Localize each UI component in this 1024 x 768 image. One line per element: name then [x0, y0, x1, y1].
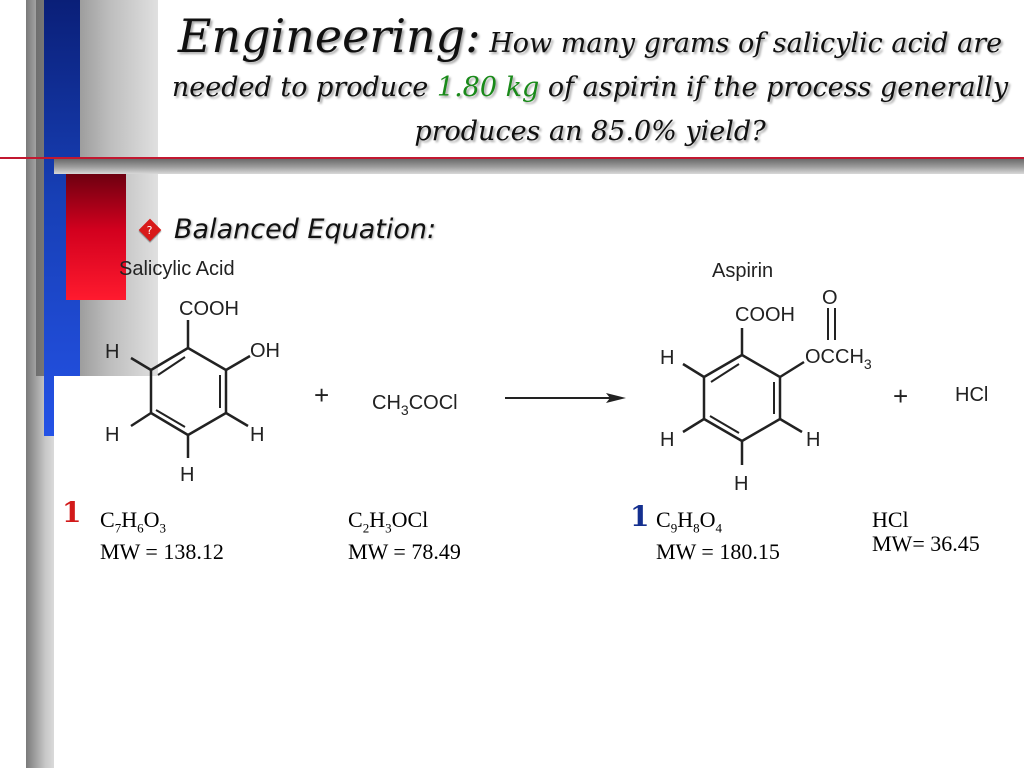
salicylic-acid-structure: Salicylic Acid COOH OH H H H H: [105, 258, 280, 486]
atom-h: H: [105, 424, 119, 446]
title-question-part1: How many grams of salicylic acid are nee…: [171, 28, 1003, 103]
bullet-item: ? Balanced Equation:: [138, 214, 436, 245]
salicylic-acid-info: C7H6O3 MW = 138.12: [100, 508, 224, 564]
bullet-text: Balanced Equation:: [174, 214, 437, 245]
atom-h: H: [660, 347, 674, 369]
title-prefix: Engineering:: [177, 9, 481, 63]
molecular-formula: HCl: [872, 507, 909, 532]
title-question-part2: of aspirin if the process generally prod…: [414, 72, 1009, 147]
atom-cooh: COOH: [179, 298, 239, 320]
aspirin-label: Aspirin: [712, 260, 773, 282]
atom-h: H: [806, 429, 820, 451]
atom-o: O: [822, 287, 838, 309]
decor-red-block: [66, 172, 126, 300]
molecular-formula: C2H3OCl: [348, 507, 429, 536]
molecular-weight: MW = 180.15: [656, 539, 780, 565]
plus-sign: +: [314, 380, 329, 410]
decor-title-bar: [54, 159, 1024, 174]
title-amount: 1.80 kg: [436, 72, 540, 103]
coefficient-salicylic: 1: [62, 496, 82, 529]
arrow-head-icon: [606, 393, 626, 403]
salicylic-acid-label: Salicylic Acid: [119, 258, 235, 280]
atom-h: H: [734, 473, 748, 495]
aspirin-info: C9H8O4 MW = 180.15: [656, 508, 780, 564]
plus-sign: +: [893, 381, 908, 411]
slide-title: Engineering: How many grams of salicylic…: [160, 13, 1020, 154]
molecular-weight: MW= 36.45: [872, 531, 980, 556]
molecular-formula: C7H6O3: [100, 507, 166, 536]
hcl-info: HCl MW= 36.45: [872, 508, 980, 556]
aspirin-structure: Aspirin COOH O OCCH3 H H H H: [660, 260, 872, 495]
decor-white-strip: [54, 376, 92, 768]
coefficient-aspirin: 1: [630, 500, 650, 533]
molecular-formula: C9H8O4: [656, 507, 722, 536]
atom-oh: OH: [250, 340, 280, 362]
atom-h: H: [660, 429, 674, 451]
atom-h: H: [180, 464, 194, 486]
decor-title-rule: [0, 157, 1024, 159]
atom-h: H: [105, 341, 119, 363]
acetyl-chloride-info: C2H3OCl MW = 78.49: [348, 508, 461, 564]
atom-cooh: COOH: [735, 304, 795, 326]
atom-occh3: OCCH3: [805, 346, 872, 372]
atom-h: H: [250, 424, 264, 446]
molecular-weight: MW = 78.49: [348, 539, 461, 565]
molecular-weight: MW = 138.12: [100, 539, 224, 565]
hcl-product-formula: HCl: [955, 384, 988, 406]
acetyl-chloride-formula: CH3COCl: [372, 392, 458, 418]
